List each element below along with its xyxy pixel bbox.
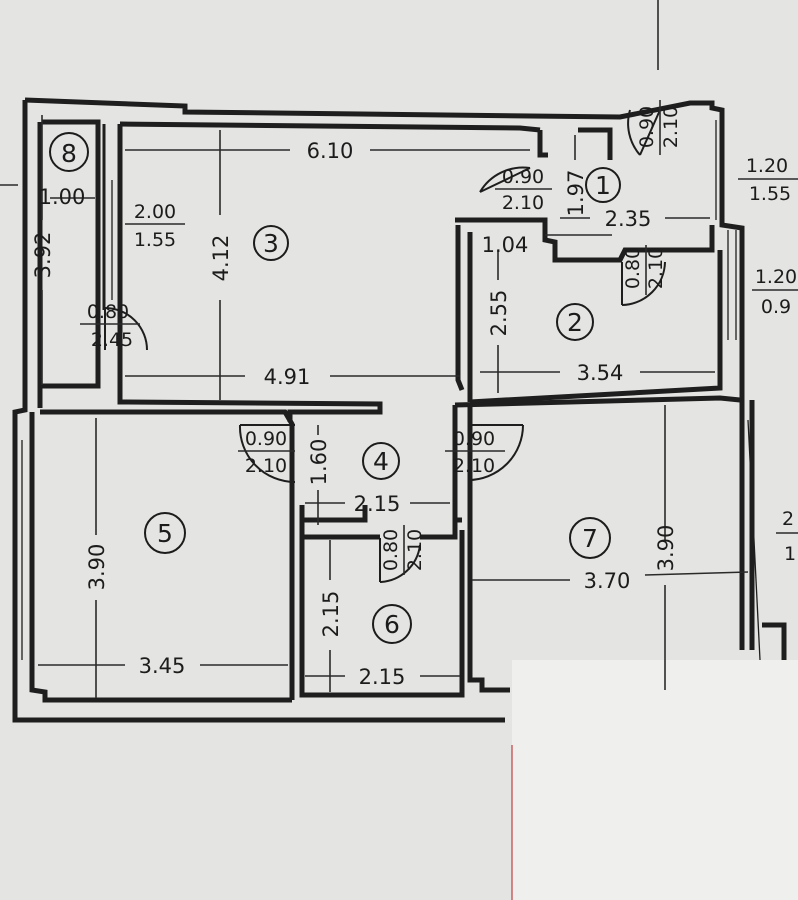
opening-r3-height: 1.55 xyxy=(134,229,176,251)
dim-3-70: 3.70 xyxy=(584,569,631,593)
dim-1-60: 1.60 xyxy=(307,439,331,486)
room-number-5: 5 xyxy=(157,519,173,548)
opening-win2-height: 0.9 xyxy=(761,296,791,318)
door-swing-room8 xyxy=(104,307,148,351)
dim-2-15-room6-h: 2.15 xyxy=(359,665,406,689)
opening-r2-width: 0.80 xyxy=(622,247,644,289)
dim-2-35: 2.35 xyxy=(605,207,652,231)
room-number-6: 6 xyxy=(384,610,400,639)
door-swing-room6 xyxy=(379,538,421,583)
door-swing-room2 xyxy=(621,261,666,306)
paper-patch xyxy=(512,660,798,900)
opening-win2-width: 1.20 xyxy=(755,266,797,288)
dim-2-15-room6-v: 2.15 xyxy=(319,591,343,638)
door-swing-top xyxy=(627,109,661,156)
dim-2-55: 2.55 xyxy=(487,290,511,337)
opening-win3-height: 1 xyxy=(784,543,796,565)
opening-top-width: 0.90 xyxy=(636,106,658,148)
opening-r6-height: 2.10 xyxy=(404,529,426,571)
door-swing-room5 xyxy=(238,424,296,483)
doors xyxy=(104,109,666,583)
dim-3-92: 3.92 xyxy=(31,232,55,279)
opening-r6-width: 0.80 xyxy=(380,529,402,571)
room-number-7: 7 xyxy=(582,524,598,553)
room-number-4: 4 xyxy=(373,447,389,476)
door-swing-room1 xyxy=(479,166,531,193)
dim-3-54: 3.54 xyxy=(577,361,624,385)
opening-win1-width: 1.20 xyxy=(746,155,788,177)
dim-1-00: 1.00 xyxy=(39,185,86,209)
room-labels: 8 3 1 2 4 5 6 7 xyxy=(49,132,621,644)
dim-6-10: 6.10 xyxy=(307,139,354,163)
dimension-labels: 6.10 4.12 4.91 3.92 1.00 1.97 2.35 1.04 … xyxy=(31,139,678,689)
dim-2-15-corridor: 2.15 xyxy=(354,492,401,516)
opening-r7-height: 2.10 xyxy=(453,455,495,477)
door-swing-room7 xyxy=(467,424,524,481)
opening-r7-width: 0.90 xyxy=(453,428,495,450)
opening-r8-width: 0.80 xyxy=(87,301,129,323)
dim-3-90-room5: 3.90 xyxy=(85,544,109,591)
opening-r2-height: 2.10 xyxy=(645,247,667,289)
dim-3-45: 3.45 xyxy=(139,654,186,678)
opening-r5-height: 2.10 xyxy=(245,455,287,477)
dim-1-04: 1.04 xyxy=(482,233,529,257)
dim-4-12: 4.12 xyxy=(209,235,233,282)
dimension-lines xyxy=(0,0,749,698)
opening-win1-height: 1.55 xyxy=(749,183,791,205)
dim-3-90-room7: 3.90 xyxy=(654,525,678,572)
window-strips xyxy=(21,120,761,661)
opening-win3-width: 2 xyxy=(782,508,794,530)
opening-r5-width: 0.90 xyxy=(245,428,287,450)
dim-1-97: 1.97 xyxy=(564,170,588,217)
room-number-1: 1 xyxy=(595,171,611,200)
room-number-8: 8 xyxy=(61,139,77,168)
opening-r3-width: 2.00 xyxy=(134,201,176,223)
opening-labels: 2.00 1.55 0.80 2.45 0.90 2.10 0.90 2.10 … xyxy=(80,100,798,575)
opening-top-height: 2.10 xyxy=(660,106,682,148)
room-number-3: 3 xyxy=(263,229,279,258)
dim-4-91: 4.91 xyxy=(264,365,311,389)
opening-r8-height: 2.45 xyxy=(91,329,133,351)
opening-r1-height: 2.10 xyxy=(502,192,544,214)
opening-r1-width: 0.90 xyxy=(502,166,544,188)
walls xyxy=(12,97,787,723)
room-number-2: 2 xyxy=(567,308,583,337)
